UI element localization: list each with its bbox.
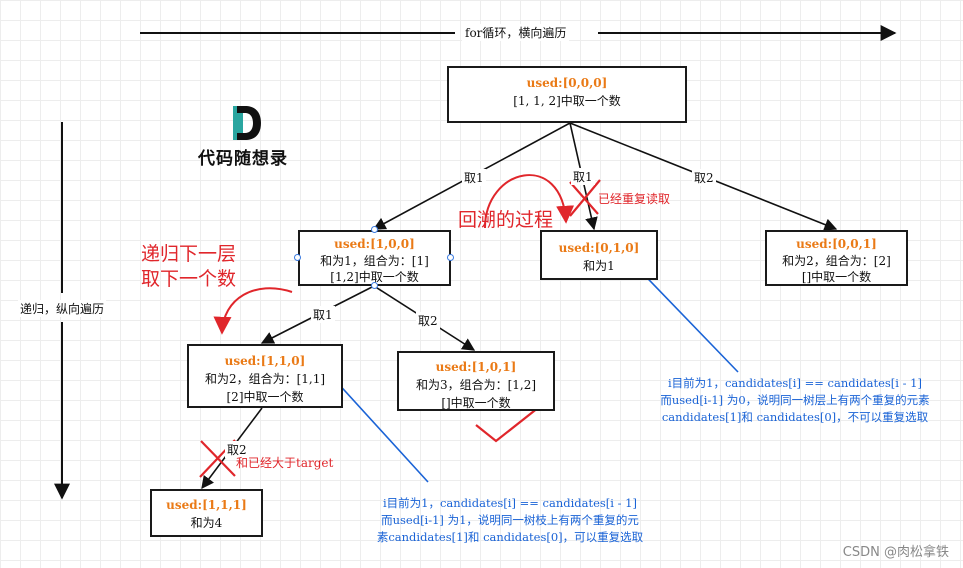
backtrack-curve-arrow xyxy=(484,174,575,229)
node-used-state: used:[0,0,0] xyxy=(526,76,608,90)
node-line: [1,2]中取一个数 xyxy=(330,270,419,284)
node-used-state: used:[1,0,1] xyxy=(435,360,517,374)
recurse-label-line-2: 取下一个数 xyxy=(141,268,237,290)
prune-cross-icon xyxy=(569,179,601,217)
tree-node-n1: used:[1,0,0] 和为1，组合为：[1] [1,2]中取一个数 xyxy=(298,230,451,286)
edge-label: 取1 xyxy=(462,169,486,186)
tree-node-n2: used:[0,1,0] 和为1 xyxy=(540,230,658,280)
same-branch-explanation: i目前为1，candidates[i] == candidates[i - 1]… xyxy=(340,495,680,546)
recurse-label-line-1: 递归下一层 xyxy=(141,243,237,265)
tree-node-n5: used:[1,0,1] 和为3，组合为：[1,2] []中取一个数 xyxy=(397,351,555,411)
already-read-label: 已经重复读取 xyxy=(598,192,671,206)
node-used-state: used:[1,1,0] xyxy=(224,354,306,368)
node-line: 和为2，组合为：[1,1] xyxy=(204,372,326,386)
node-line: 和为2，组合为：[2] xyxy=(782,254,891,268)
node-used-state: used:[1,0,0] xyxy=(334,237,415,251)
node-line: []中取一个数 xyxy=(441,396,511,410)
tree-node-n3: used:[0,0,1] 和为2，组合为：[2] []中取一个数 xyxy=(765,230,908,286)
node-used-state: used:[1,1,1] xyxy=(166,498,247,512)
selection-handle[interactable] xyxy=(447,254,454,261)
logo-d-icon xyxy=(233,106,261,140)
check-mark-icon xyxy=(475,399,549,443)
watermark: CSDN @肉松拿铁 xyxy=(842,545,949,560)
explanation-line: candidates[1]和 candidates[0]，不可以重复选取 xyxy=(661,410,929,424)
edge-label: 取2 xyxy=(692,169,716,186)
backtrack-label: 回溯的过程 xyxy=(458,209,554,231)
node-line: [2]中取一个数 xyxy=(226,390,304,404)
node-line: 和为1，组合为：[1] xyxy=(320,254,429,268)
recurse-curve-arrow xyxy=(213,287,293,335)
explanation-line: 而used[i-1] 为1，说明同一树枝上有两个重复的元 xyxy=(381,513,639,527)
exceeds-target-label: 和已经大于target xyxy=(236,456,334,470)
edge-label: 取1 xyxy=(311,306,335,323)
node-used-state: used:[0,1,0] xyxy=(558,241,640,255)
edge-label: 取1 xyxy=(571,168,595,185)
explanation-line: i目前为1，candidates[i] == candidates[i - 1] xyxy=(383,496,637,510)
selection-handle[interactable] xyxy=(371,282,378,289)
tree-node-n6: used:[1,1,1] 和为4 xyxy=(150,489,263,537)
same-level-explanation: i目前为1，candidates[i] == candidates[i - 1]… xyxy=(625,375,963,426)
selection-handle[interactable] xyxy=(371,226,378,233)
node-line: 和为4 xyxy=(190,516,223,530)
explanation-line: i目前为1，candidates[i] == candidates[i - 1] xyxy=(668,376,922,390)
node-line: [1, 1, 2]中取一个数 xyxy=(513,94,621,108)
node-line: 和为1 xyxy=(583,259,615,273)
selection-handle[interactable] xyxy=(294,254,301,261)
node-line: []中取一个数 xyxy=(801,270,872,284)
explanation-line: 素candidates[1]和 candidates[0]，可以重复选取 xyxy=(376,530,644,544)
horizontal-axis-label: for循环，横向遍历 xyxy=(462,24,570,41)
explanation-line: 而used[i-1] 为0，说明同一树层上有两个重复的元素 xyxy=(660,393,930,407)
logo-text: 代码随想录 xyxy=(198,149,288,169)
node-line: 和为3，组合为：[1,2] xyxy=(415,378,537,392)
tree-node-n4: used:[1,1,0] 和为2，组合为：[1,1] [2]中取一个数 xyxy=(187,344,343,408)
vertical-axis-label: 递归，纵向遍历 xyxy=(18,300,107,317)
edge-label: 取2 xyxy=(225,441,249,458)
edge-label: 取2 xyxy=(416,312,440,329)
node-used-state: used:[0,0,1] xyxy=(796,237,877,251)
tree-node-root: used:[0,0,0] [1, 1, 2]中取一个数 xyxy=(447,66,687,123)
